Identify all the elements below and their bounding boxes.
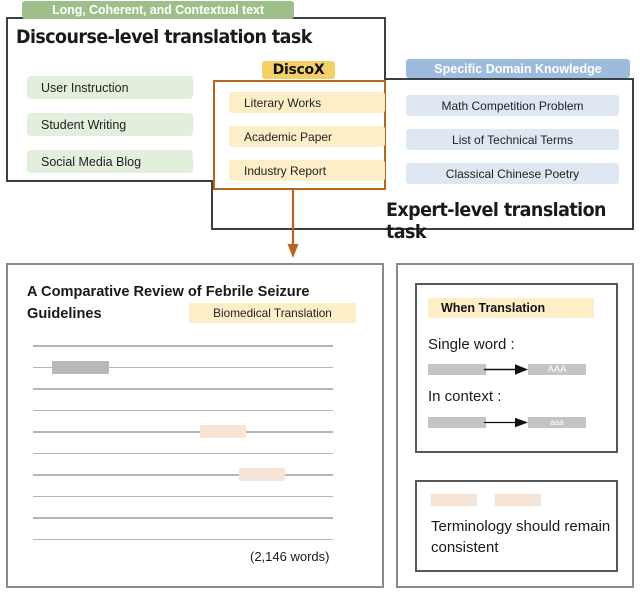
expert-item-math-competition-problem[interactable]: Math Competition Problem [406, 95, 619, 116]
discox-item-literary-works[interactable]: Literary Works [229, 92, 385, 113]
discourse-item-social-media-blog[interactable]: Social Media Blog [27, 150, 193, 173]
discourse-level-task-title: Discourse-level translation task [16, 26, 312, 48]
in-context-source-bar [428, 417, 486, 428]
document-domain-tag: Biomedical Translation [189, 303, 356, 323]
document-highlight-gray [52, 360, 109, 374]
expert-item-classical-chinese-poetry[interactable]: Classical Chinese Poetry [406, 163, 619, 184]
single-word-source-bar [428, 364, 486, 375]
document-line [33, 495, 333, 498]
specific-domain-knowledge-header: Specific Domain Knowledge [406, 59, 630, 78]
document-word-count: (2,146 words) [250, 549, 330, 564]
document-highlight-peach [200, 425, 246, 438]
document-line [33, 474, 333, 476]
discourse-item-student-writing[interactable]: Student Writing [27, 113, 193, 136]
document-line [33, 517, 333, 519]
document-text-lines [33, 345, 336, 541]
document-highlight-peach [239, 468, 285, 481]
discourse-item-user-instruction[interactable]: User Instruction [27, 76, 193, 99]
document-title: A Comparative Review of Febrile Seizure … [27, 284, 310, 322]
document-line [33, 538, 333, 541]
document-line [33, 409, 333, 412]
in-context-target-bar: aaa [528, 417, 586, 428]
discox-item-industry-report[interactable]: Industry Report [229, 160, 385, 181]
document-line [33, 452, 333, 455]
discox-label: DiscoX [262, 61, 335, 79]
terminology-chip-second [495, 494, 541, 506]
document-line [33, 388, 333, 390]
document-line [33, 345, 333, 347]
long-coherent-contextual-banner: Long, Coherent, and Contextual text [22, 1, 294, 19]
discox-to-document-arrow-icon [287, 188, 299, 258]
single-word-target-bar: AAA [528, 364, 586, 375]
single-word-arrow-icon [484, 364, 528, 375]
expert-level-task-title: Expert-level translation task [386, 199, 607, 243]
terminology-text: Terminology should remain consistent [431, 518, 611, 556]
in-context-arrow-icon [484, 417, 528, 428]
document-line [33, 431, 333, 433]
single-word-label: Single word : [428, 336, 515, 353]
expert-item-list-of-technical-terms[interactable]: List of Technical Terms [406, 129, 619, 150]
document-line [33, 366, 333, 369]
in-context-label: In context : [428, 388, 502, 405]
terminology-chip-first [431, 494, 477, 506]
discox-item-academic-paper[interactable]: Academic Paper [229, 126, 385, 147]
when-translation-tag: When Translation [428, 298, 594, 318]
